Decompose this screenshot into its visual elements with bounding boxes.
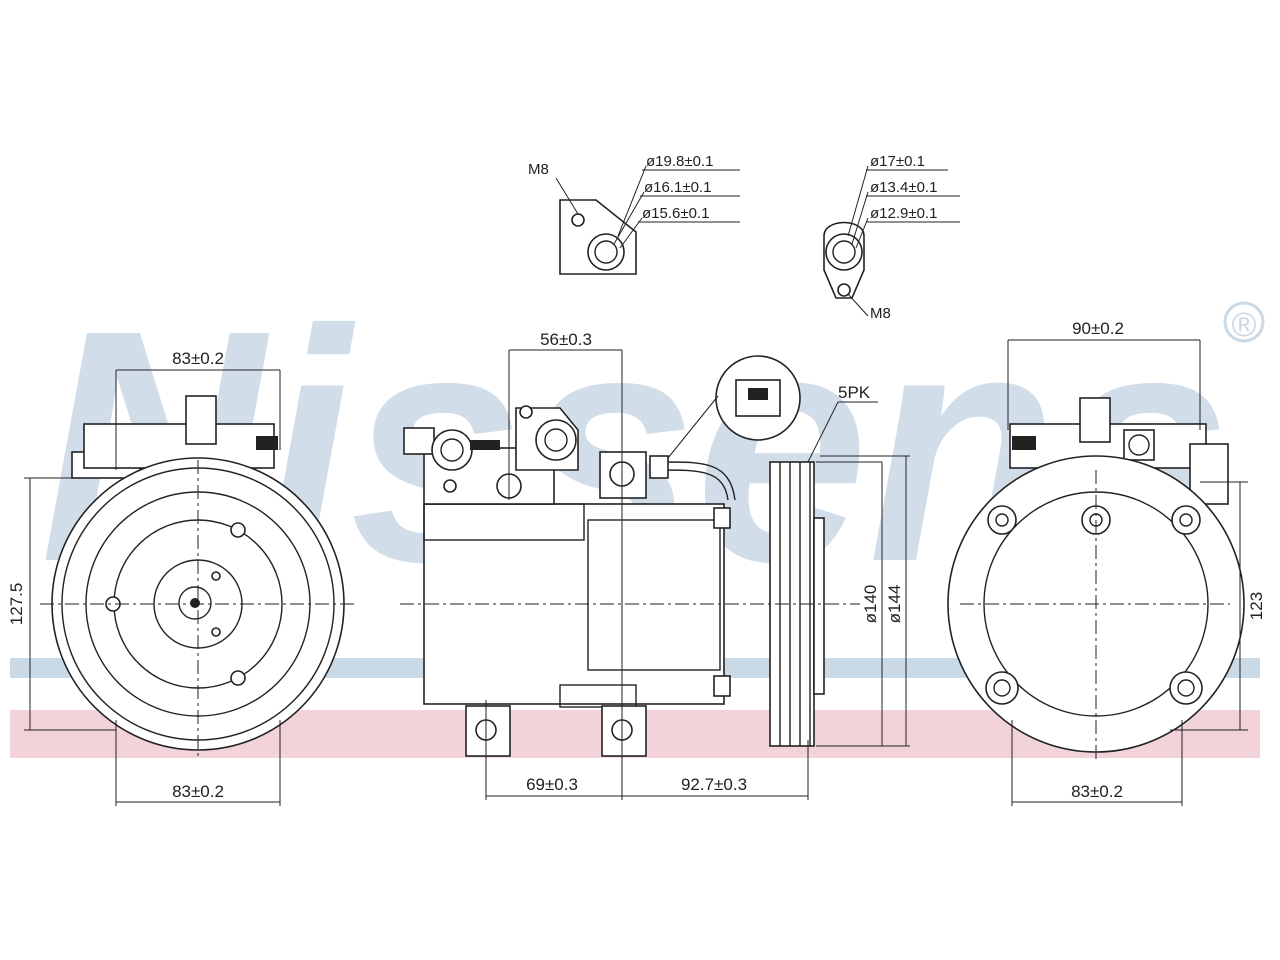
side-view: 56±0.3 69±0.3 92.7±0.3 ø140 ø144 5PK (400, 330, 910, 800)
fitting-left-d1: ø19.8±0.1 (646, 153, 713, 170)
pulley-diameter-outer-label: ø144 (885, 585, 904, 624)
side-mount-distance-label: 69±0.3 (526, 775, 578, 794)
fitting-left-thread: M8 (528, 161, 549, 178)
front-view: 83±0.2 83±0.2 127.5 (7, 349, 355, 806)
front-top-width-label: 83±0.2 (172, 349, 224, 368)
fitting-right-d3: ø12.9±0.1 (870, 205, 937, 222)
belt-type-label: 5PK (838, 383, 871, 402)
side-pulley-distance-label: 92.7±0.3 (681, 775, 747, 794)
rear-view: 90±0.2 83±0.2 123 (947, 319, 1266, 806)
pulley-diameter-inner-label: ø140 (861, 585, 880, 624)
fitting-right-thread: M8 (870, 305, 891, 322)
rear-top-width-label: 90±0.2 (1072, 319, 1124, 338)
fitting-left-detail: M8 ø19.8±0.1 ø16.1±0.1 ø15.6±0.1 (528, 153, 740, 275)
side-top-offset-label: 56±0.3 (540, 330, 592, 349)
fitting-right-detail: ø17±0.1 ø13.4±0.1 ø12.9±0.1 M8 (823, 153, 960, 322)
rear-bottom-width-label: 83±0.2 (1071, 782, 1123, 801)
fitting-right-d2: ø13.4±0.1 (870, 179, 937, 196)
rear-height-label: 123 (1247, 592, 1266, 620)
fitting-left-d3: ø15.6±0.1 (642, 205, 709, 222)
registered-mark-circle (1223, 301, 1265, 343)
registered-mark: ® (1231, 306, 1256, 344)
front-height-label: 127.5 (7, 583, 26, 626)
fitting-right-d1: ø17±0.1 (870, 153, 925, 170)
fitting-left-d2: ø16.1±0.1 (644, 179, 711, 196)
front-bottom-width-label: 83±0.2 (172, 782, 224, 801)
